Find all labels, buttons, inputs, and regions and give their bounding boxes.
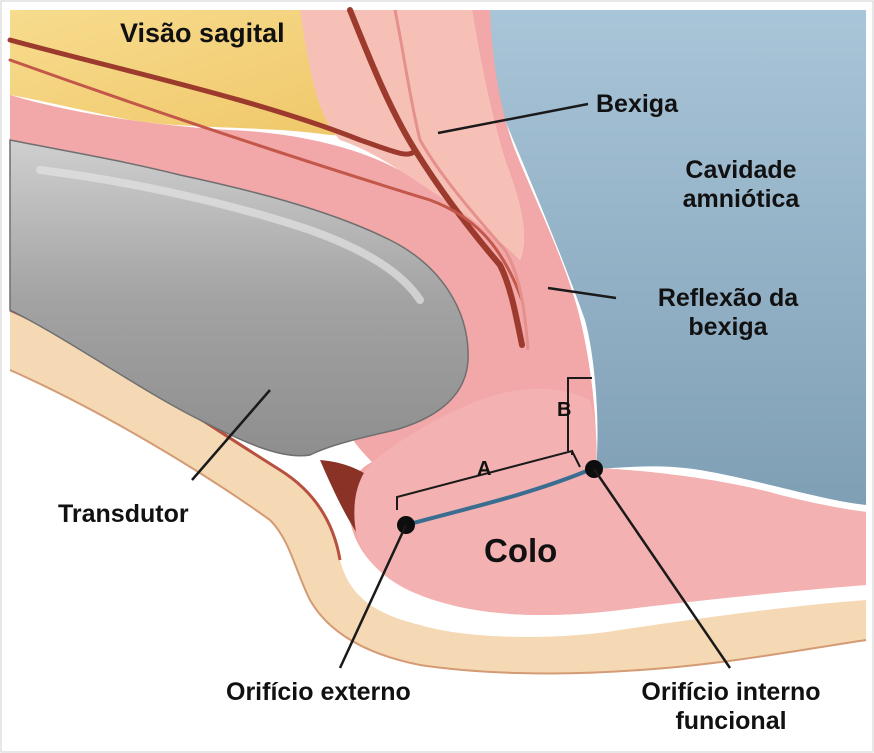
measure-b-label: B	[557, 399, 571, 422]
label-reflexao-line1: Reflexão da	[618, 284, 838, 313]
label-reflexao-bexiga: Reflexão da bexiga	[618, 284, 838, 342]
measure-a-label: A	[477, 458, 491, 481]
label-transdutor: Transdutor	[58, 500, 189, 529]
label-cavidade-amniotica: Cavidade amniótica	[650, 156, 832, 214]
diagram-title: Visão sagital	[120, 18, 285, 49]
label-cavidade-line1: Cavidade	[650, 156, 832, 185]
label-colo: Colo	[484, 532, 557, 570]
label-orificio-interno-line2: funcional	[600, 707, 862, 736]
label-orificio-interno: Orifício interno funcional	[600, 678, 862, 736]
label-orificio-externo: Orifício externo	[226, 678, 411, 707]
label-orificio-interno-line1: Orifício interno	[600, 678, 862, 707]
label-cavidade-line2: amniótica	[650, 185, 832, 214]
label-bexiga: Bexiga	[596, 90, 678, 119]
label-reflexao-line2: bexiga	[618, 313, 838, 342]
